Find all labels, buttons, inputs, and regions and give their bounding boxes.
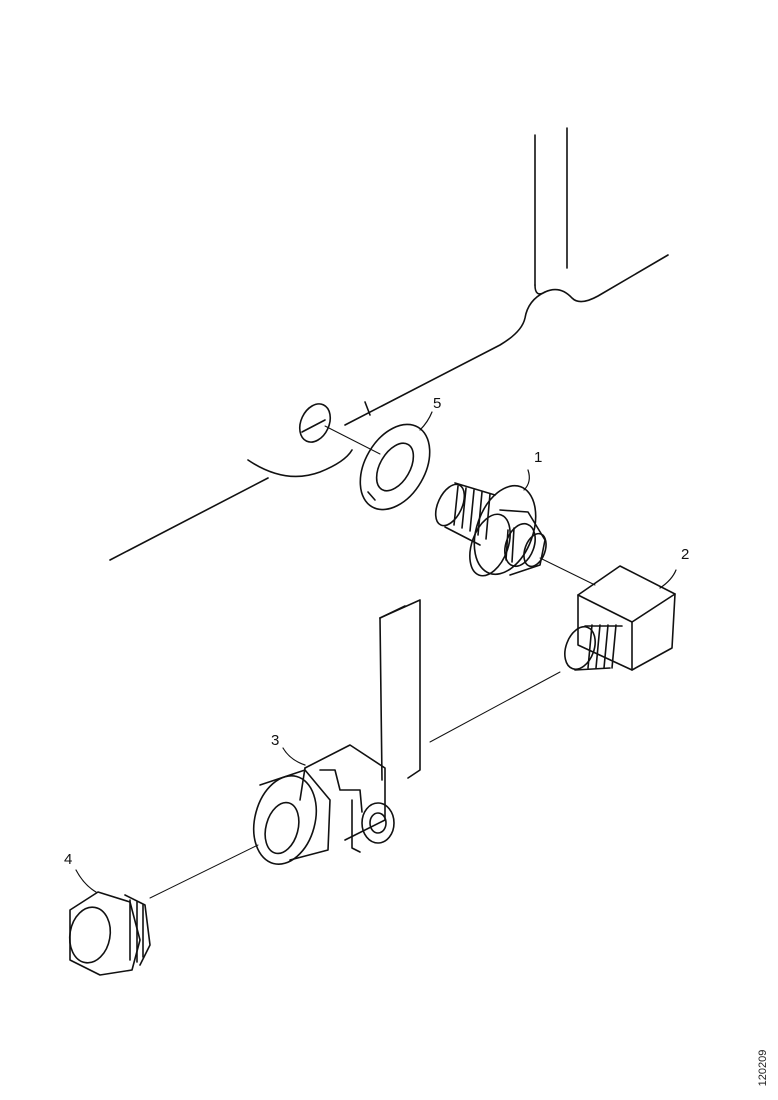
threaded-nipple-part-1 <box>434 482 547 577</box>
square-plug-part-2 <box>564 565 676 671</box>
gasket-washer-part-5 <box>359 423 431 511</box>
callout-2: 2 <box>681 546 690 563</box>
callout-5: 5 <box>433 395 442 412</box>
hex-plug-part-4 <box>68 891 151 976</box>
callout-4: 4 <box>64 851 73 868</box>
callout-1: 1 <box>534 449 543 466</box>
reference-number-text: 120209 <box>757 1049 769 1087</box>
tank-housing <box>109 127 669 561</box>
callout-3: 3 <box>271 732 280 749</box>
drain-valve-part-3 <box>252 599 421 865</box>
leader-lines <box>75 411 677 893</box>
drawing-reference-number: 120209 <box>752 1048 774 1088</box>
